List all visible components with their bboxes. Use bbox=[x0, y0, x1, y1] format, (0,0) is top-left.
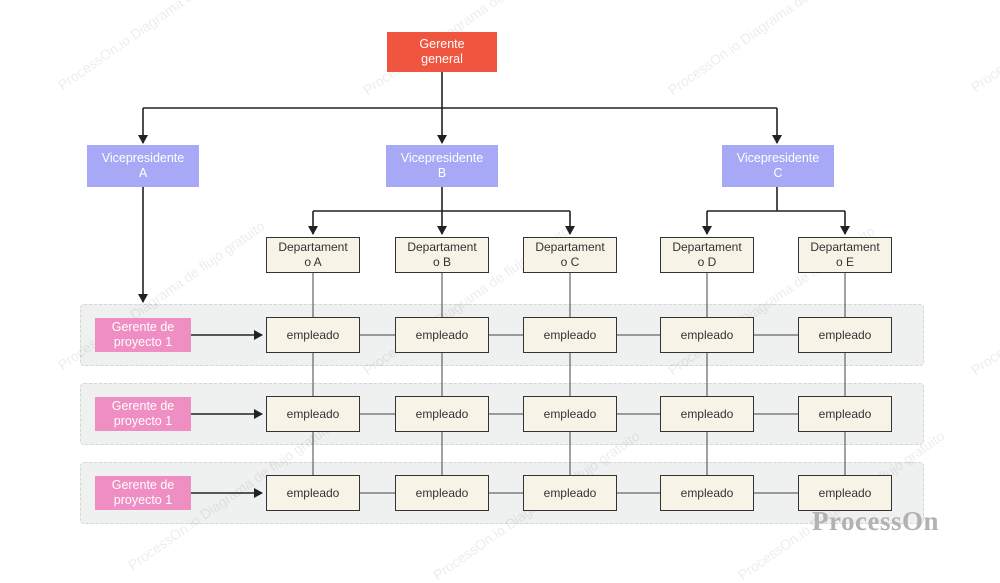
department-box-d-label-line1: Departament bbox=[672, 240, 742, 254]
department-box-b-label-line2: o B bbox=[432, 255, 451, 269]
vp-box-c-label-line1: Vicepresidente bbox=[736, 151, 820, 165]
vp-box-a-label-line1: Vicepresidente bbox=[101, 151, 185, 165]
employee-box-label-line1: empleado bbox=[818, 406, 872, 421]
employee-box-label-line1: empleado bbox=[286, 327, 340, 342]
employee-box[interactable]: empleado bbox=[266, 475, 360, 511]
employee-box[interactable]: empleado bbox=[395, 317, 489, 353]
department-box-d-label-line2: o D bbox=[697, 255, 717, 269]
employee-box-label-line1: empleado bbox=[286, 406, 340, 421]
employee-box-label-line1: empleado bbox=[680, 406, 734, 421]
department-box-a-label-line2: o A bbox=[304, 255, 322, 269]
employee-box[interactable]: empleado bbox=[395, 475, 489, 511]
project-manager-box-2-label-line2: proyecto 1 bbox=[113, 414, 173, 428]
employee-box[interactable]: empleado bbox=[395, 396, 489, 432]
employee-box[interactable]: empleado bbox=[660, 317, 754, 353]
processon-brand-logo: ProcessOn bbox=[812, 506, 939, 536]
employee-box-label-line1: empleado bbox=[680, 485, 734, 500]
department-box-c-label-line2: o C bbox=[560, 255, 580, 269]
employee-box[interactable]: empleado bbox=[523, 317, 617, 353]
employee-box[interactable]: empleado bbox=[798, 475, 892, 511]
department-box-e-label-line1: Departament bbox=[810, 240, 880, 254]
employee-box[interactable]: empleado bbox=[660, 475, 754, 511]
employee-box[interactable]: empleado bbox=[266, 317, 360, 353]
vp-box-a-label-line2: A bbox=[138, 166, 148, 180]
employee-box[interactable]: empleado bbox=[660, 396, 754, 432]
employee-box[interactable]: empleado bbox=[523, 396, 617, 432]
department-box-e-label-line2: o E bbox=[835, 255, 854, 269]
employee-box[interactable]: empleado bbox=[798, 317, 892, 353]
project-manager-box-3-label-line2: proyecto 1 bbox=[113, 493, 173, 507]
employee-box-label-line1: empleado bbox=[415, 327, 469, 342]
employee-box-label-line1: empleado bbox=[543, 485, 597, 500]
employee-box-label-line1: empleado bbox=[818, 485, 872, 500]
vp-box-b-label-line1: Vicepresidente bbox=[400, 151, 484, 165]
project-manager-box-1-label-line2: proyecto 1 bbox=[113, 335, 173, 349]
general-manager-box-label-line2: general bbox=[421, 52, 463, 66]
general-manager-box-label-line1: Gerente bbox=[419, 37, 465, 51]
department-box-b-label-line1: Departament bbox=[407, 240, 477, 254]
department-box-a-label-line1: Departament bbox=[278, 240, 348, 254]
department-box-c-label-line1: Departament bbox=[535, 240, 605, 254]
employee-box-label-line1: empleado bbox=[818, 327, 872, 342]
employee-box-label-line1: empleado bbox=[415, 406, 469, 421]
employee-box-label-line1: empleado bbox=[543, 406, 597, 421]
employee-box-label-line1: empleado bbox=[286, 485, 340, 500]
employee-box-label-line1: empleado bbox=[415, 485, 469, 500]
employee-box-label-line1: empleado bbox=[543, 327, 597, 342]
project-manager-box-2-label-line1: Gerente de bbox=[111, 399, 175, 413]
employee-box[interactable]: empleado bbox=[266, 396, 360, 432]
employee-box-label-line1: empleado bbox=[680, 327, 734, 342]
vp-box-b-label-line2: B bbox=[437, 166, 447, 180]
vp-box-c-label-line2: C bbox=[773, 166, 783, 180]
project-manager-box-1-label-line1: Gerente de bbox=[111, 320, 175, 334]
project-manager-box-3-label-line1: Gerente de bbox=[111, 478, 175, 492]
employee-box[interactable]: empleado bbox=[523, 475, 617, 511]
employee-box[interactable]: empleado bbox=[798, 396, 892, 432]
